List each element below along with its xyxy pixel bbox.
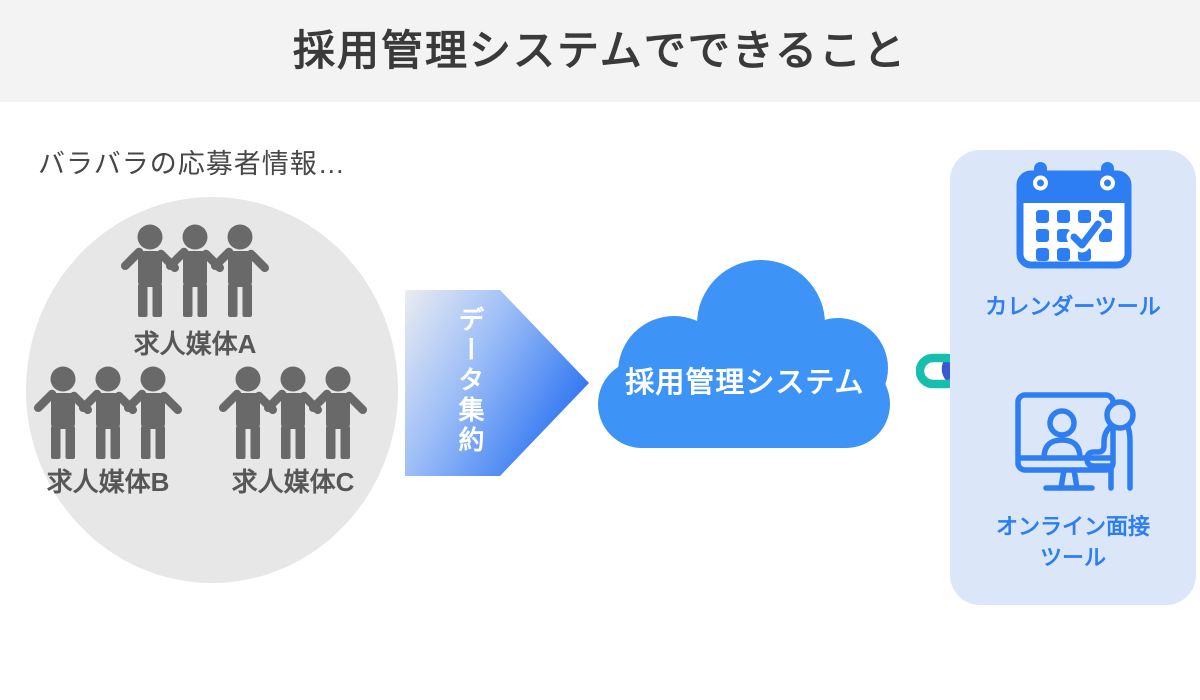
data-aggregation-label: データ集約	[455, 306, 485, 456]
people-group-icon	[119, 224, 271, 317]
calendar-tool-label: カレンダーツール	[985, 294, 1161, 319]
job-media-a-label: 求人媒体A	[133, 329, 257, 359]
job-media-b-label: 求人媒体B	[46, 467, 170, 497]
page-title: 採用管理システムでできること	[293, 27, 907, 74]
people-group-icon	[32, 366, 184, 459]
online-interview-tool-label: オンライン面接 ツール	[950, 511, 1196, 573]
scattered-info-caption: バラバラの応募者情報…	[38, 149, 346, 179]
online-interview-icon	[1015, 392, 1136, 491]
data-aggregation-arrow-icon	[405, 290, 589, 476]
job-media-c-label: 求人媒体C	[231, 467, 355, 497]
online-interview-tool-label-line1: オンライン面接	[995, 514, 1150, 539]
calendar-icon	[1016, 162, 1132, 269]
ats-system-label: 採用管理システム	[625, 367, 865, 399]
online-interview-tool-label-line2: ツール	[1039, 545, 1106, 570]
header-band: 採用管理システムでできること	[0, 0, 1200, 102]
cloud-icon	[598, 260, 890, 448]
people-group-icon	[217, 366, 369, 459]
